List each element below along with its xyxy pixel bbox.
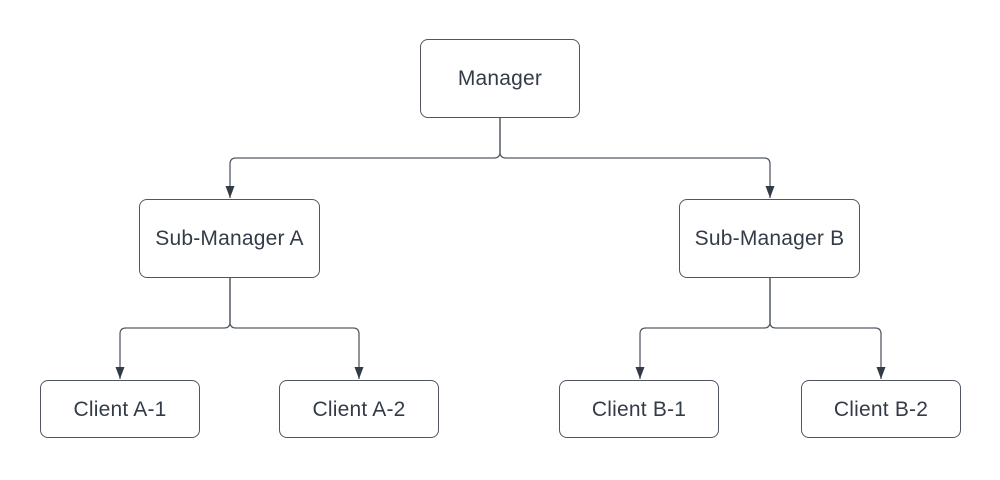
node-client-a2: Client A-2 [279,380,439,438]
node-sub-manager-a: Sub-Manager A [139,199,320,278]
node-client-a1: Client A-1 [40,380,200,438]
node-client-b2: Client B-2 [801,380,961,438]
connector-manager-to-sub-manager-b [499,118,775,198]
connector-manager-to-sub-manager-a [225,118,501,198]
node-client-a1-label: Client A-1 [73,397,167,421]
node-manager: Manager [420,39,580,118]
connector-sub-manager-b-to-client-b2 [769,278,886,379]
node-client-a2-label: Client A-2 [312,397,406,421]
connector-sub-manager-a-to-client-a1 [115,278,231,379]
connector-sub-manager-b-to-client-b1 [635,278,771,379]
node-client-b2-label: Client B-2 [833,397,929,421]
node-manager-label: Manager [457,67,543,90]
node-sub-manager-b: Sub-Manager B [679,199,860,278]
node-sub-manager-b-label: Sub-Manager B [694,227,845,250]
node-client-b1-label: Client B-1 [591,397,687,421]
node-client-b1: Client B-1 [559,380,719,438]
connector-sub-manager-a-to-client-a2 [229,278,364,379]
node-sub-manager-a-label: Sub-Manager A [155,227,304,250]
